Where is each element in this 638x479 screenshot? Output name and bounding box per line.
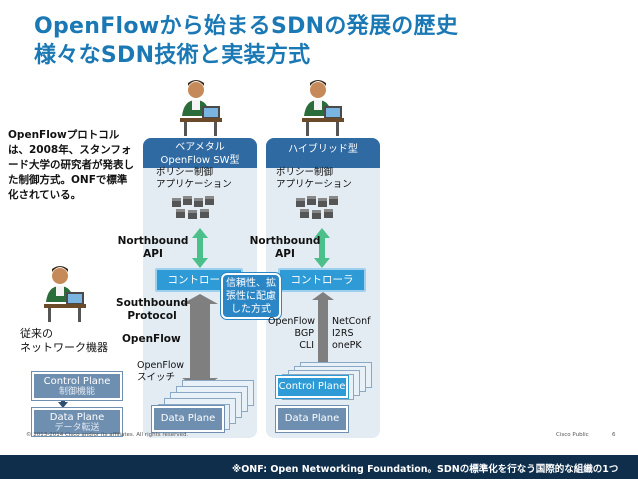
openflow-protocol-label: OpenFlow [122, 333, 181, 345]
baremetal-northbound-label: Northbound API [116, 235, 190, 261]
hybrid-app-line2: アプリケーション [276, 179, 352, 190]
baremetal-data-plane-stack: Data Plane [151, 380, 262, 440]
southbound-label: Southbound Protocol [114, 297, 190, 323]
protocol-item: BGP [294, 328, 314, 339]
northbound-line2: API [143, 248, 163, 260]
application-cubes-icon [172, 196, 214, 219]
legacy-data-plane: Data Plane データ転送 [31, 407, 123, 437]
openflow-description: OpenFlowプロトコルは、2008年、スタンフォード大学の研究者が発表した制… [8, 129, 134, 201]
hybrid-app-line1: ポリシー制御 [276, 167, 334, 178]
northbound-line1: Northbound [249, 235, 321, 247]
protocol-item: OpenFlow [268, 316, 316, 327]
protocol-item: onePK [332, 340, 362, 351]
baremetal-controller: コントローラ [155, 268, 243, 292]
page-title-line1: OpenFlowから始まるSDNの発展の歴史 [34, 14, 459, 39]
hybrid-northbound-label: Northbound API [248, 235, 322, 261]
baremetal-app-line2: アプリケーション [156, 179, 232, 190]
copyright: © 2013-2014 Cisco and/or its affiliates.… [26, 432, 189, 438]
note-bar [0, 455, 638, 479]
switch-line2: スイッチ [137, 372, 176, 383]
onf-note: ※ONF: Open Networking Foundation。SDNの標準化… [232, 464, 619, 475]
baremetal-app-label: ポリシー制御 アプリケーション [156, 167, 232, 191]
legacy-control-plane: Control Plane 制御機能 [31, 371, 123, 401]
baremetal-data-plane: Data Plane [151, 405, 225, 433]
protocol-item: I2RS [332, 328, 354, 339]
baremetal-header: ベアメタル OpenFlow SW型 [143, 138, 257, 168]
operator-user-icon [40, 262, 88, 324]
protocol-item: CLI [299, 340, 314, 351]
protocol-item: NetConf [332, 316, 371, 327]
openflow-switch-label: OpenFlow スイッチ [137, 360, 184, 384]
hybrid-app-label: ポリシー制御 アプリケーション [276, 167, 352, 191]
callout-line1: 信頼性、拡 [226, 278, 276, 289]
hybrid-data-plane: Data Plane [275, 405, 349, 433]
northbound-line2: API [275, 248, 295, 260]
classification: Cisco Public [556, 432, 589, 438]
operator-user-icon [176, 76, 224, 138]
southbound-line2: Protocol [127, 310, 177, 322]
hybrid-protocols-left: OpenFlow BGP CLI [268, 316, 316, 352]
legacy-network-title: 従来の ネットワーク機器 [20, 327, 108, 355]
switch-line1: OpenFlow [137, 360, 185, 371]
baremetal-app-line1: ポリシー制御 [156, 167, 214, 178]
legacy-title-line1: 従来の [20, 327, 53, 340]
hybrid-header: ハイブリッド型 [266, 138, 380, 168]
legacy-title-line2: ネットワーク機器 [20, 341, 108, 354]
callout-line2: 張性に配慮 [226, 291, 276, 302]
southbound-line1: Southbound [116, 297, 188, 309]
legacy-control-label: Control Plane [43, 376, 111, 387]
baremetal-header-line2: OpenFlow SW型 [160, 155, 240, 166]
callout-line3: した方式 [231, 304, 271, 315]
legacy-data-sub: データ転送 [54, 423, 100, 433]
application-cubes-icon [296, 196, 338, 219]
legacy-data-label: Data Plane [49, 412, 105, 423]
operator-user-icon [298, 76, 346, 138]
hybrid-plane-stack: Control Plane Data Plane [275, 362, 386, 442]
page-title-line2: 様々なSDN技術と実装方式 [34, 43, 311, 68]
page-number: 6 [612, 432, 616, 438]
hybrid-protocols-right: NetConf I2RS onePK [332, 316, 371, 352]
hybrid-controller: コントローラ [278, 268, 366, 292]
northbound-line1: Northbound [117, 235, 189, 247]
legacy-control-sub: 制御機能 [58, 387, 95, 397]
baremetal-header-line1: ベアメタル [175, 142, 225, 153]
hybrid-control-plane: Control Plane [275, 375, 349, 399]
callout-reliability: 信頼性、拡 張性に配慮 した方式 [220, 272, 282, 320]
